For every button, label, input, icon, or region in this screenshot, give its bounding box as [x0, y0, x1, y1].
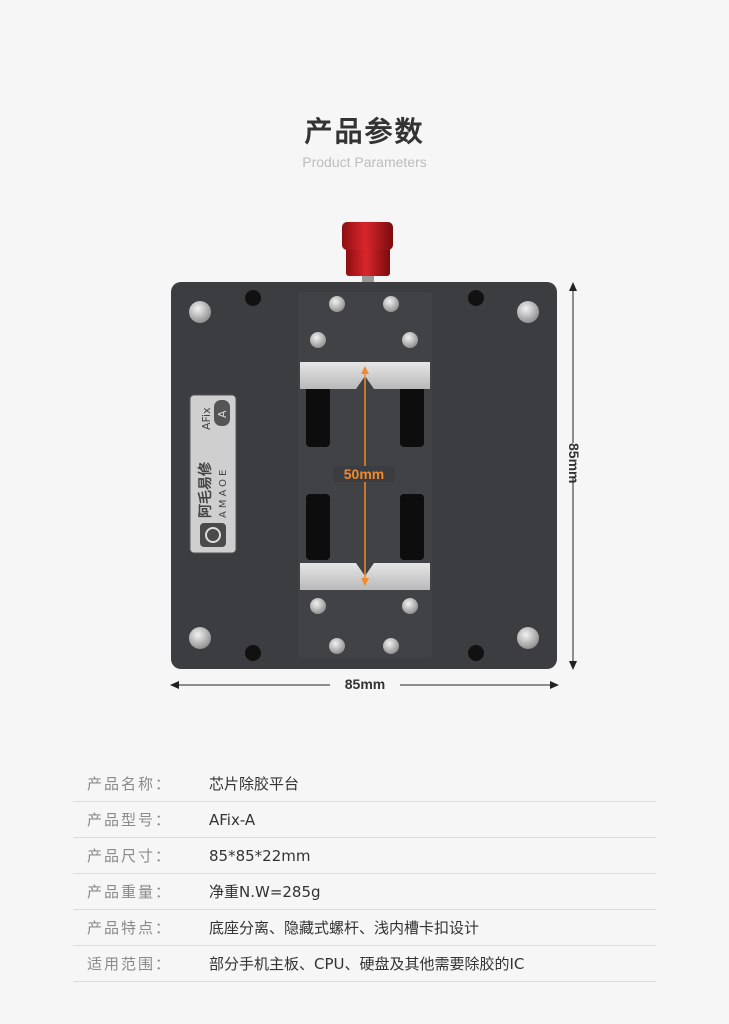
brand-label-variant: A [216, 410, 229, 418]
spec-row-model: 产品型号： AFix-A [73, 802, 656, 838]
page-subtitle: Product Parameters [302, 154, 427, 170]
spec-row-scope: 适用范围： 部分手机主板、CPU、硬盘及其他需要除胶的IC [73, 946, 656, 982]
spec-value: 部分手机主板、CPU、硬盘及其他需要除胶的IC [209, 955, 525, 973]
spec-row-features: 产品特点： 底座分离、隐藏式螺杆、浅内槽卡扣设计 [73, 910, 656, 946]
page-title: 产品参数 [304, 115, 425, 148]
spec-label: 适用范围： [87, 955, 173, 973]
spec-value: AFix-A [209, 810, 256, 829]
spec-row-size: 产品尺寸： 85*85*22mm [73, 838, 656, 874]
clamp-screws [310, 296, 418, 654]
brand-label [189, 394, 237, 554]
spec-table: 产品名称：芯片除胶平台 产品型号：AFix-A 产品尺寸：85*85*22mm … [73, 766, 656, 982]
width-dimension-label: 85mm [330, 676, 400, 692]
mount-holes [245, 290, 484, 661]
product-image: 阿毛易修 AMAOE AFix A [170, 222, 577, 689]
spec-row-weight: 产品重量： 净重N.W=285g [73, 874, 656, 910]
clamp-span-label: 50mm [333, 466, 395, 482]
corner-screws [189, 301, 539, 649]
height-dimension-label: 85mm [566, 443, 582, 484]
spec-value: 85*85*22mm [209, 846, 311, 865]
spec-label: 产品重量： [87, 883, 173, 901]
brand-label-cn: 阿毛易修 [197, 461, 214, 518]
red-knob [342, 222, 393, 284]
spec-value: 芯片除胶平台 [209, 775, 300, 793]
spec-value: 净重N.W=285g [209, 883, 321, 901]
brand-label-model: AFix [200, 407, 213, 430]
spec-label: 产品型号： [87, 811, 173, 829]
spec-label: 产品名称： [87, 775, 173, 793]
spec-value: 底座分离、隐藏式螺杆、浅内槽卡扣设计 [209, 919, 480, 937]
spec-label: 产品特点： [87, 919, 173, 937]
spec-row-name: 产品名称： 芯片除胶平台 [73, 766, 656, 802]
guide-slots [306, 385, 424, 560]
spec-label: 产品尺寸： [87, 847, 173, 865]
brand-label-en: AMAOE [218, 467, 229, 518]
